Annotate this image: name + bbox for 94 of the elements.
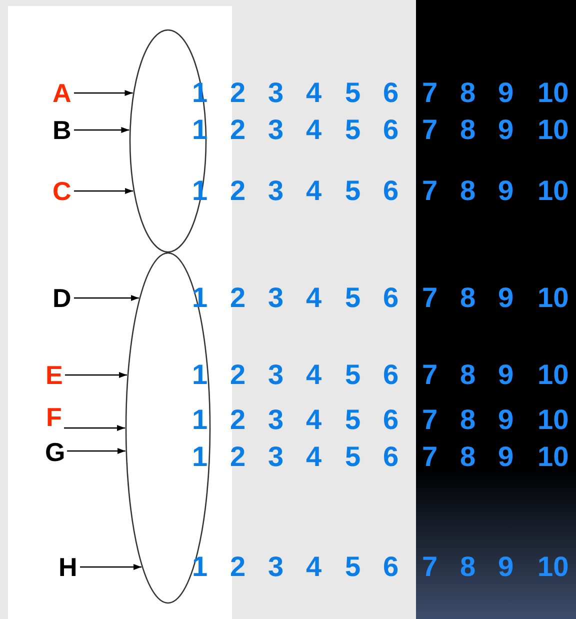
arrow bbox=[74, 188, 134, 194]
arrow bbox=[65, 372, 127, 378]
number-label: 6 bbox=[383, 283, 399, 313]
number-label: 8 bbox=[460, 360, 476, 390]
number-label: 3 bbox=[268, 360, 284, 390]
number-label: 1 bbox=[192, 442, 208, 472]
number-label: 10 bbox=[538, 283, 569, 313]
letter-label: F bbox=[46, 403, 62, 431]
number-label: 6 bbox=[383, 115, 399, 145]
number-label: 4 bbox=[306, 405, 322, 435]
number-label: 9 bbox=[498, 176, 514, 206]
number-label: 6 bbox=[383, 360, 399, 390]
number-label: 6 bbox=[383, 405, 399, 435]
number-label: 3 bbox=[268, 552, 284, 582]
number-label: 9 bbox=[498, 78, 514, 108]
number-label: 2 bbox=[230, 78, 246, 108]
arrow bbox=[80, 564, 142, 570]
number-label: 2 bbox=[230, 176, 246, 206]
number-label: 10 bbox=[538, 442, 569, 472]
letter-label: D bbox=[52, 284, 72, 312]
letter-label: G bbox=[45, 438, 66, 466]
number-label: 6 bbox=[383, 442, 399, 472]
number-label: 10 bbox=[538, 176, 569, 206]
number-label: 5 bbox=[345, 78, 361, 108]
number-label: 4 bbox=[306, 176, 322, 206]
letter-label: C bbox=[52, 177, 72, 205]
number-label: 5 bbox=[345, 405, 361, 435]
number-label: 9 bbox=[498, 552, 514, 582]
number-label: 5 bbox=[345, 552, 361, 582]
arrow bbox=[74, 127, 130, 133]
number-label: 9 bbox=[498, 405, 514, 435]
number-label: 7 bbox=[422, 442, 438, 472]
number-label: 6 bbox=[383, 78, 399, 108]
number-label: 9 bbox=[498, 442, 514, 472]
number-label: 1 bbox=[192, 405, 208, 435]
number-label: 3 bbox=[268, 405, 284, 435]
number-label: 2 bbox=[230, 115, 246, 145]
number-label: 8 bbox=[460, 442, 476, 472]
letter-label: H bbox=[58, 553, 78, 581]
number-label: 6 bbox=[383, 176, 399, 206]
arrow bbox=[64, 425, 125, 431]
number-label: 5 bbox=[345, 176, 361, 206]
number-label: 8 bbox=[460, 115, 476, 145]
number-label: 2 bbox=[230, 283, 246, 313]
number-label: 9 bbox=[498, 283, 514, 313]
number-label: 6 bbox=[383, 552, 399, 582]
number-label: 4 bbox=[306, 360, 322, 390]
number-label: 7 bbox=[422, 552, 438, 582]
number-label: 3 bbox=[268, 115, 284, 145]
number-label: 3 bbox=[268, 442, 284, 472]
arrow bbox=[74, 295, 139, 301]
number-label: 7 bbox=[422, 176, 438, 206]
number-label: 10 bbox=[538, 405, 569, 435]
number-label: 7 bbox=[422, 283, 438, 313]
letter-label: A bbox=[52, 79, 72, 107]
number-label: 4 bbox=[306, 78, 322, 108]
arrow bbox=[74, 90, 133, 96]
number-label: 2 bbox=[230, 405, 246, 435]
number-label: 5 bbox=[345, 283, 361, 313]
number-label: 8 bbox=[460, 176, 476, 206]
ellipse-outline bbox=[130, 30, 206, 252]
number-label: 5 bbox=[345, 115, 361, 145]
number-label: 9 bbox=[498, 115, 514, 145]
number-label: 8 bbox=[460, 78, 476, 108]
number-label: 3 bbox=[268, 283, 284, 313]
letter-label: E bbox=[46, 361, 63, 389]
number-label: 7 bbox=[422, 360, 438, 390]
number-label: 10 bbox=[538, 552, 569, 582]
ellipse-outline bbox=[126, 253, 210, 603]
number-label: 2 bbox=[230, 442, 246, 472]
number-label: 10 bbox=[538, 115, 569, 145]
number-label: 8 bbox=[460, 405, 476, 435]
number-label: 4 bbox=[306, 283, 322, 313]
number-label: 7 bbox=[422, 115, 438, 145]
letter-label: B bbox=[52, 116, 72, 144]
number-label: 1 bbox=[192, 552, 208, 582]
number-label: 10 bbox=[538, 360, 569, 390]
number-label: 4 bbox=[306, 552, 322, 582]
number-label: 5 bbox=[345, 360, 361, 390]
number-label: 8 bbox=[460, 283, 476, 313]
number-label: 2 bbox=[230, 552, 246, 582]
number-label: 9 bbox=[498, 360, 514, 390]
number-label: 7 bbox=[422, 405, 438, 435]
number-label: 2 bbox=[230, 360, 246, 390]
number-label: 5 bbox=[345, 442, 361, 472]
number-label: 4 bbox=[306, 115, 322, 145]
number-label: 8 bbox=[460, 552, 476, 582]
number-label: 3 bbox=[268, 176, 284, 206]
number-label: 3 bbox=[268, 78, 284, 108]
number-label: 10 bbox=[538, 78, 569, 108]
number-label: 4 bbox=[306, 442, 322, 472]
arrow bbox=[67, 448, 126, 454]
number-label: 7 bbox=[422, 78, 438, 108]
number-label: 1 bbox=[192, 360, 208, 390]
